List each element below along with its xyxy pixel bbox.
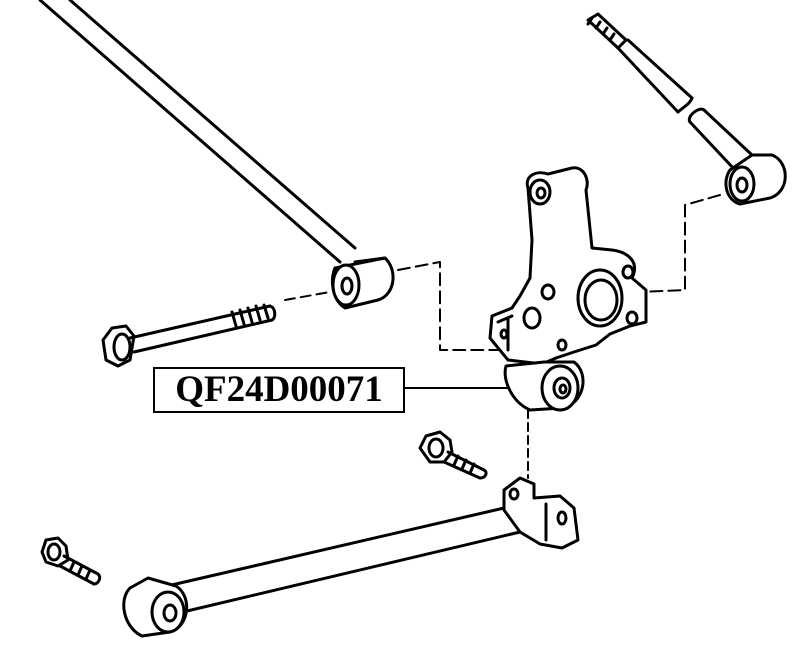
part-number-callout: QF24D00071 [153,367,405,413]
upper-lateral-rod [38,0,395,310]
upper-right-rod [586,12,787,206]
flange-bolt-middle [418,430,488,480]
lower-control-arm [122,476,580,638]
flange-bolt-lower [40,536,102,586]
steering-knuckle [488,166,648,366]
long-bolt [101,303,277,368]
knuckle-bushing [503,360,585,412]
